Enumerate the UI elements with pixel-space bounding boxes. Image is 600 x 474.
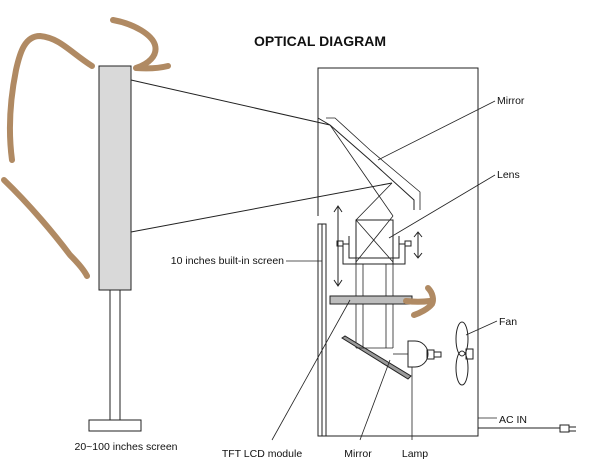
screen-panel <box>98 65 132 291</box>
projection-beams <box>130 79 393 233</box>
screen-stand-base <box>88 419 142 432</box>
label-mirror-top: Mirror <box>497 95 525 107</box>
tft-lcd-module <box>329 295 413 305</box>
external-screen <box>88 65 142 432</box>
focus-arrows <box>333 205 423 287</box>
hand-scribbles <box>1 17 436 318</box>
label-lens: Lens <box>497 169 520 181</box>
screen-stand-pole <box>109 289 121 421</box>
leader-lines <box>271 100 498 441</box>
label-lamp: Lamp <box>402 448 428 460</box>
label-mirror-bottom: Mirror <box>344 448 372 460</box>
top-mirror <box>326 117 421 210</box>
ac-plug <box>478 424 576 433</box>
scribble-left-curve <box>1 33 95 279</box>
label-tft-module: TFT LCD module <box>222 448 302 460</box>
label-external-screen: 20~100 inches screen <box>74 441 177 453</box>
lamp <box>393 340 442 368</box>
lens-assembly <box>336 219 412 265</box>
bottom-mirror <box>341 335 412 380</box>
projector-cabinet <box>317 67 479 437</box>
mirror-rays <box>329 124 394 263</box>
builtin-screen <box>317 223 327 437</box>
scribble-top-arrow <box>110 17 171 72</box>
fan <box>455 321 474 386</box>
scribble-right-arrow <box>403 285 436 318</box>
diagram-title: OPTICAL DIAGRAM <box>254 33 386 49</box>
label-fan: Fan <box>499 316 517 328</box>
light-column <box>355 264 394 348</box>
label-ac-in: AC IN <box>499 414 527 426</box>
label-builtin-screen: 10 inches built-in screen <box>171 255 284 267</box>
